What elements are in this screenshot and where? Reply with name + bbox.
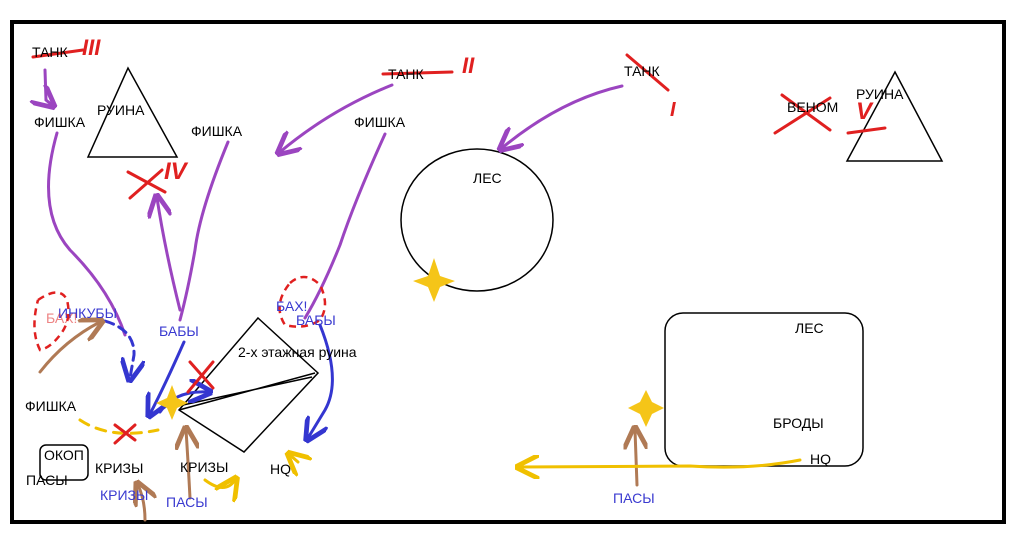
blast-mark-left (33, 291, 70, 352)
label-krizy-3: КРИЗЫ (100, 487, 149, 503)
label-babes-1: БАБЫ (159, 323, 199, 339)
label-tank3: ТАНК (32, 44, 68, 60)
label-fishka-2: ФИШКА (191, 123, 243, 139)
stars (156, 258, 664, 427)
label-bah-2: БАХ! (276, 298, 308, 314)
label-two-floor-ruin: 2-х этажная руина (238, 344, 357, 360)
x-center (126, 168, 167, 200)
label-pasy-1: ПАСЫ (26, 472, 68, 488)
label-babes-2: БАБЫ (296, 312, 336, 328)
strike-tank3 (31, 48, 85, 59)
board-border (10, 20, 1006, 524)
label-incubi: ИНКУБЫ (58, 305, 117, 321)
trench-box (39, 444, 89, 481)
numeral-tank2: II (462, 53, 475, 78)
label-fishka-3: ФИШКА (354, 114, 406, 130)
label-krizy-1: КРИЗЫ (95, 460, 144, 476)
purple-arrow-tank2 (280, 83, 394, 152)
star-forest (413, 258, 455, 302)
ruin-right-triangle (845, 70, 944, 162)
purple-arrow-fishka2 (178, 140, 230, 322)
two-floor-ruin-shape (177, 316, 320, 453)
blue-arrow-short (158, 392, 208, 414)
blue-arrows (103, 319, 334, 438)
label-ruin-right: РУИНА (856, 86, 904, 102)
numeral-tank1: I (670, 99, 676, 121)
star-ruin (156, 385, 188, 420)
purple-arrow-tank1 (502, 84, 624, 148)
label-ruin-left: РУИНА (97, 102, 145, 118)
purple-arrow-fishka1 (47, 131, 127, 337)
label-pasy-3: ПАСЫ (613, 490, 655, 506)
label-fords: БРОДЫ (773, 415, 824, 431)
brown-arrow-pasy (186, 430, 190, 500)
strike-tank1 (625, 53, 670, 92)
x-ruin (186, 360, 215, 394)
label-tank2: ТАНК (388, 66, 424, 82)
label-venom: ВЕНОМ (787, 99, 839, 115)
brown-arrow-incubi (38, 322, 100, 374)
strike-venom-numeral (846, 126, 887, 135)
x-venom (773, 93, 832, 135)
ruin-left-triangle (86, 66, 179, 158)
yellow-arrow-krizy (203, 480, 235, 488)
label-krizy-2: КРИЗЫ (180, 459, 229, 475)
yellow-arrow-hq (290, 455, 298, 462)
label-trench: ОКОП (44, 447, 84, 463)
brown-arrow-krizy (138, 485, 145, 522)
label-forest-right: ЛЕС (795, 320, 824, 336)
label-hq-right: HQ (810, 451, 831, 467)
forest-top-circle (400, 148, 554, 292)
label-forest-top: ЛЕС (473, 170, 502, 186)
label-fishka-1: ФИШКА (34, 114, 86, 130)
label-tank1: ТАНК (624, 63, 660, 79)
x-krizy (113, 423, 137, 445)
numeral-center: IV (164, 158, 187, 185)
brown-arrows (38, 322, 637, 522)
label-hq-left: HQ (270, 461, 291, 477)
blue-arrow-babes1 (150, 340, 186, 414)
blast-marks (33, 275, 327, 352)
purple-arrow-tank3 (45, 68, 52, 105)
purple-arrow-fishka3 (303, 132, 387, 320)
label-fishka-4: ФИШКА (25, 398, 77, 414)
numeral-tank3: III (82, 35, 101, 60)
strike-tank2 (381, 70, 454, 76)
purple-arrow-to-center (157, 198, 182, 312)
yellow-arrows (78, 418, 802, 488)
numeral-venom: V (856, 98, 873, 125)
purple-arrows (45, 68, 624, 337)
blue-arrow-babes2 (308, 323, 334, 438)
label-bah-1: БАХ! (46, 310, 78, 326)
star-fords (628, 390, 664, 427)
yellow-arrow-right (520, 460, 802, 467)
forest-right-area (664, 312, 864, 467)
blue-arrow-incubi (103, 319, 134, 378)
label-pasy-2: ПАСЫ (166, 494, 208, 510)
red-marks (31, 48, 887, 445)
brown-arrow-pasy-right (635, 430, 637, 487)
yellow-dash-left (78, 418, 160, 435)
